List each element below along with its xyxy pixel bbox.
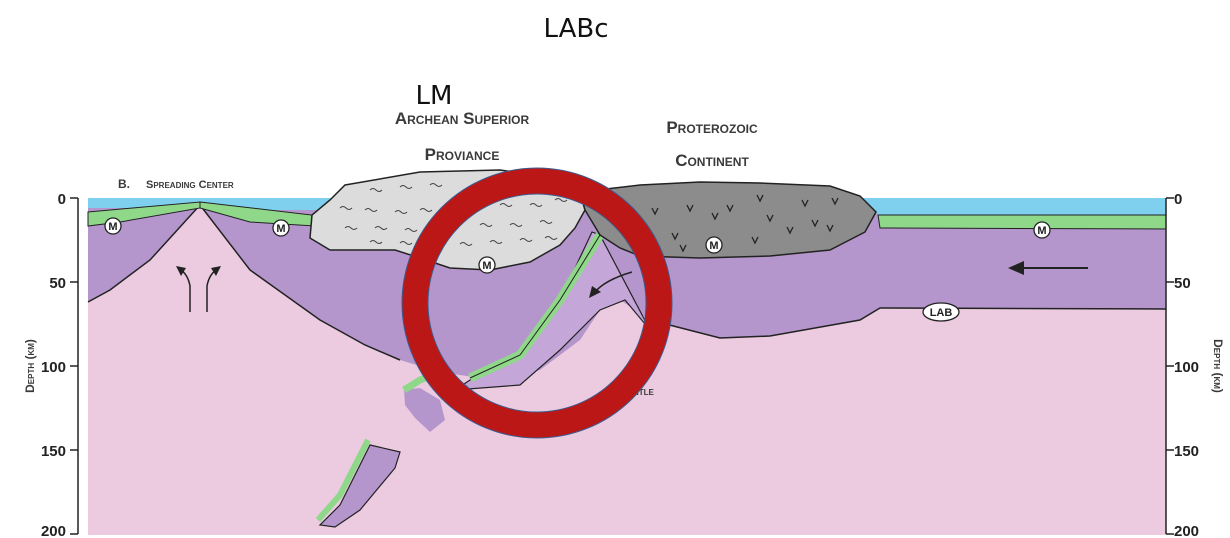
panel-label: B.	[118, 177, 130, 191]
proterozoic-label-line2: Continent	[675, 151, 749, 170]
moho-marker-4: M	[706, 237, 722, 253]
svg-text:M: M	[482, 260, 491, 272]
right-tick-150: 150	[1174, 443, 1199, 460]
oceanic-crust-right	[878, 215, 1166, 229]
moho-marker-3: M	[479, 257, 495, 273]
archean-label-line1: Archean Superior	[395, 109, 530, 128]
right-tick-50: 50	[1174, 275, 1191, 292]
archean-label-line2: Proviance	[425, 145, 500, 164]
left-tick-50: 50	[49, 275, 66, 292]
lm-label: LM	[416, 81, 453, 111]
spreading-center-label: Spreading Center	[146, 179, 234, 191]
right-tick-100: 100	[1174, 359, 1199, 376]
svg-text:LAB: LAB	[930, 307, 953, 319]
svg-text:M: M	[1037, 225, 1046, 237]
left-tick-0: 0	[58, 191, 66, 208]
svg-text:M: M	[709, 240, 718, 252]
moho-marker-5: M	[1034, 222, 1050, 238]
moho-marker-1: M	[105, 218, 121, 234]
right-axis-title: Depth (km)	[1211, 339, 1225, 393]
svg-text:M: M	[276, 223, 285, 235]
right-tick-0: 0	[1174, 191, 1182, 208]
left-axis-title: Depth (km)	[23, 339, 37, 393]
right-tick-200: 200	[1174, 523, 1199, 538]
left-depth-axis: 0 50 100 150 200 Depth (km)	[23, 191, 78, 538]
ocean-right	[860, 198, 1166, 215]
proterozoic-label-line1: Proterozoic	[666, 118, 758, 137]
left-tick-150: 150	[41, 443, 66, 460]
right-depth-axis: 0 50 100 150 200 Depth (km)	[1166, 191, 1225, 538]
moho-marker-2: M	[273, 220, 289, 236]
left-tick-200: 200	[41, 523, 66, 538]
svg-text:M: M	[108, 221, 117, 233]
lab-marker: LAB	[923, 303, 959, 321]
overlay-title: LABc	[544, 14, 609, 44]
left-tick-100: 100	[41, 359, 66, 376]
